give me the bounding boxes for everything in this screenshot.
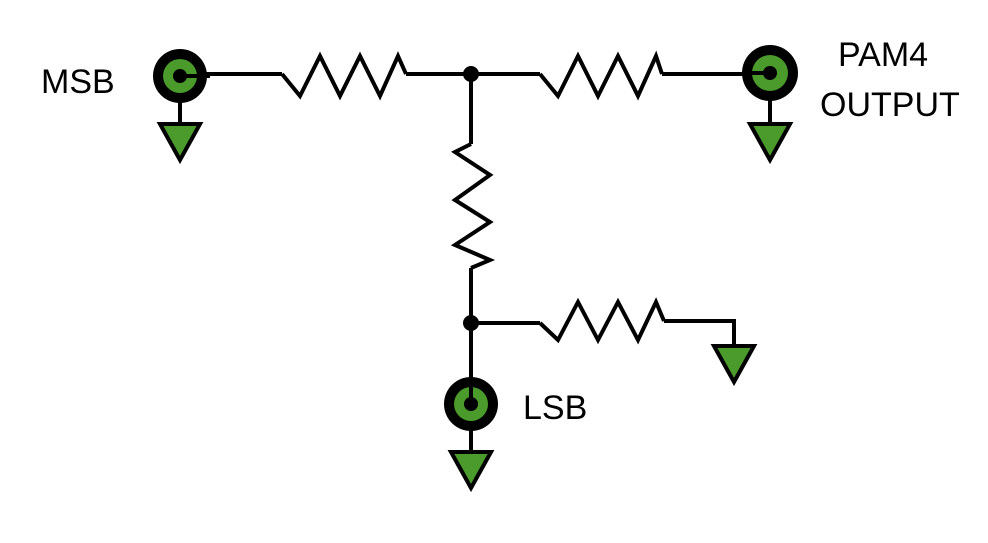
msb-label: MSB <box>41 63 115 101</box>
connector-msb <box>153 49 210 103</box>
output-label-line1: PAM4 <box>838 36 929 74</box>
connector-lsb <box>444 376 498 431</box>
wire-r4-to-ground <box>664 319 736 346</box>
junction-bottom-dot <box>463 315 479 331</box>
junction-top-dot <box>463 66 479 82</box>
connector-output <box>742 45 798 101</box>
ground-msb-icon <box>156 122 204 165</box>
resistor-r3-icon <box>450 142 496 270</box>
resistor-r4-icon <box>538 297 666 345</box>
ground-lsb-icon <box>447 450 495 493</box>
resistor-r1-icon <box>280 51 408 101</box>
lsb-label: LSB <box>523 389 588 427</box>
ground-output-icon <box>746 122 794 165</box>
resistor-r2-icon <box>538 50 664 101</box>
ground-r4-icon <box>710 344 758 387</box>
output-label-line2: OUTPUT <box>820 86 960 124</box>
